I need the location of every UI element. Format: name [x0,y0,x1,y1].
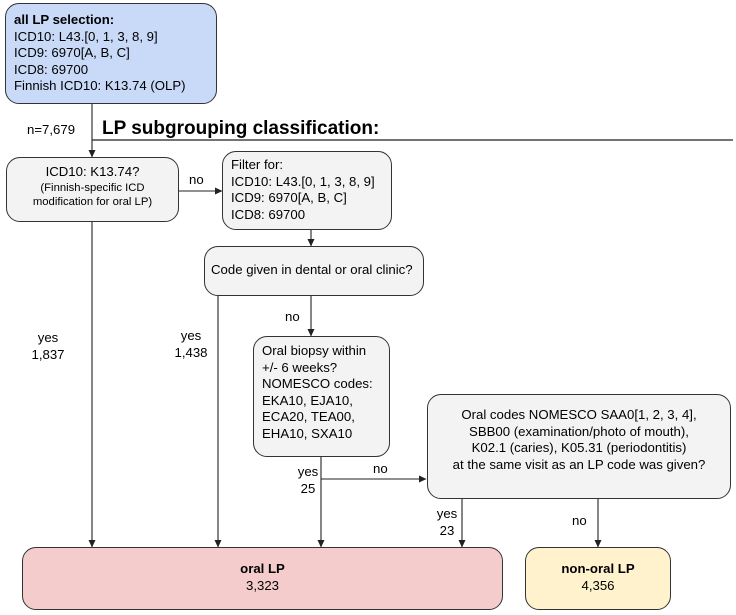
start-box-title: all LP selection: [14,12,115,27]
start-box-line-3: ICD8: 69700 [14,61,89,77]
q4-no-label: no [572,513,587,528]
q4-yes-label: yes 23 [432,506,462,539]
q3-decision-box: Oral biopsy within +/- 6 weeks? NOMESCO … [253,336,390,457]
start-box-line-2: ICD9: 6970[A, B, C] [14,45,130,60]
q3-line-2: +/- 6 weeks? [262,359,338,375]
q4-yes-count: 23 [439,522,455,538]
n-label: n=7,679 [27,122,76,137]
q1-line-3: modification for oral LP) [32,195,153,208]
q2-text: Code given in dental or oral clinic? [211,262,413,277]
q2-decision-box: Code given in dental or oral clinic? [204,246,424,296]
q1-yes-label: yes 1,837 [28,330,68,363]
q4-line-1: Oral codes NOMESCO SAA0[1, 2, 3, 4], [461,407,697,422]
non-oral-lp-box: non-oral LP 4,356 [525,547,671,610]
q1-line-2: (Finnish-specific ICD [40,181,145,194]
filter-line-2: ICD10: L43.[0, 1, 3, 8, 9] [231,173,375,189]
filter-line-1: Filter for: [231,157,284,172]
section-title: LP subgrouping classification: [102,118,380,139]
start-box-line-4: Finnish ICD10: K13.74 (OLP) [14,78,186,93]
start-box-line-1: ICD10: L43.[0, 1, 3, 8, 9] [14,28,158,44]
q3-line-4: EKA10, EJA10, [262,392,353,408]
q4-line-3: K02.1 (caries), K05.31 (periodontitis) [471,440,687,455]
q1-line-1: ICD10: K13.74? [45,164,140,179]
q3-yes-count: 25 [300,480,316,496]
start-box: all LP selection: ICD10: L43.[0, 1, 3, 8… [5,3,217,104]
filter-box: Filter for: ICD10: L43.[0, 1, 3, 8, 9] I… [222,151,392,230]
oral-lp-count: 3,323 [245,577,279,593]
q3-line-1: Oral biopsy within [262,343,367,358]
q4-line-4: at the same visit as an LP code was give… [452,456,706,472]
filter-line-4: ICD8: 69700 [231,206,306,222]
q3-yes-label: yes 25 [293,464,323,497]
q2-yes-text: yes [180,328,202,343]
non-oral-lp-title: non-oral LP [561,561,635,576]
q1-decision-box: ICD10: K13.74? (Finnish-specific ICD mod… [6,157,179,222]
q2-yes-label: yes 1,438 [171,328,211,361]
q4-decision-box: Oral codes NOMESCO SAA0[1, 2, 3, 4], SBB… [427,394,731,499]
q3-line-3: NOMESCO codes: [262,376,373,391]
q3-yes-text: yes [297,464,319,479]
q1-yes-text: yes [37,330,59,345]
filter-line-3: ICD9: 6970[A, B, C] [231,190,347,205]
q4-line-2: SBB00 (examination/photo of mouth), [469,423,689,439]
oral-lp-box: oral LP 3,323 [22,547,503,610]
q2-no-label: no [285,309,300,324]
q1-no-label: no [189,172,204,187]
q3-line-5: ECA20, TEA00, [262,409,355,424]
q4-yes-text: yes [436,506,458,521]
q1-yes-count: 1,837 [31,346,65,362]
non-oral-lp-count: 4,356 [581,577,615,593]
q3-no-label: no [373,461,388,476]
oral-lp-title: oral LP [240,561,285,576]
q3-line-6: EHA10, SXA10 [262,425,353,441]
q2-yes-count: 1,438 [174,344,208,360]
